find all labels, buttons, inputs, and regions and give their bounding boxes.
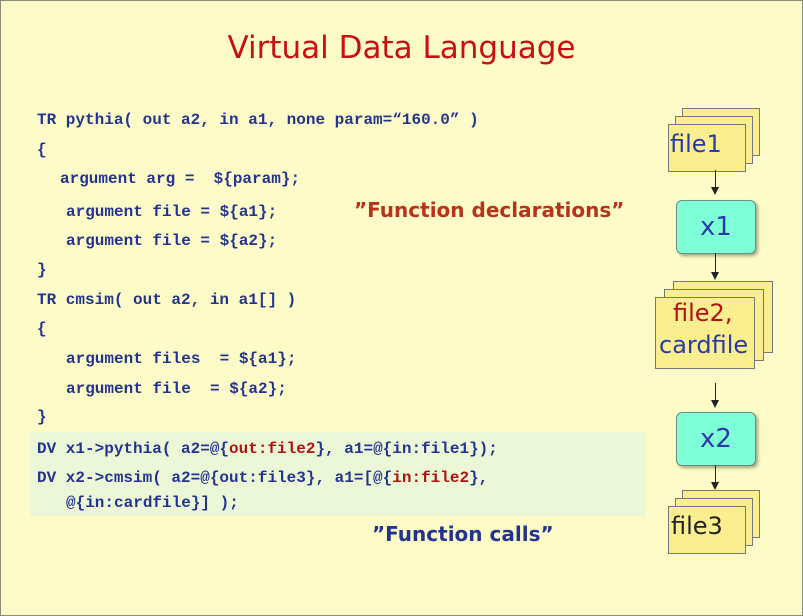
dv-x2-in-file2: in:file2 bbox=[392, 469, 470, 487]
cardfile-label: cardfile bbox=[659, 331, 749, 359]
tr-pythia-argument-arg: argument arg = ${param}; bbox=[60, 170, 301, 188]
file1-document: file1 bbox=[668, 108, 768, 178]
function-calls-panel bbox=[30, 432, 646, 516]
tr-cmsim-close-brace: } bbox=[37, 408, 47, 426]
tr-cmsim-open-brace: { bbox=[37, 320, 47, 338]
tr-pythia-open-brace: { bbox=[37, 141, 47, 159]
function-declarations-note: ”Function declarations” bbox=[354, 198, 625, 222]
file2-cardfile-document: file2, cardfile bbox=[655, 281, 777, 381]
tr-cmsim-argument-file: argument file = ${a2}; bbox=[66, 380, 287, 398]
arrow-file2-to-x2 bbox=[711, 400, 719, 408]
dv-x2-call: DV x2->cmsim( a2=@{out:file3}, a1=[@{in:… bbox=[37, 469, 489, 487]
file1-label: file1 bbox=[670, 130, 722, 158]
dv-x2-call-continuation: @{in:cardfile}] ); bbox=[66, 494, 239, 512]
tr-pythia-argument-file-a1: argument file = ${a1}; bbox=[66, 203, 278, 221]
dv-x1-out-file2: out:file2 bbox=[229, 440, 316, 458]
file3-document: file3 bbox=[668, 490, 768, 560]
slide-title: Virtual Data Language bbox=[227, 30, 576, 66]
x1-node: x1 bbox=[676, 200, 756, 254]
file2-label: file2, bbox=[673, 299, 733, 327]
tr-cmsim-argument-files: argument files = ${a1}; bbox=[66, 350, 297, 368]
function-calls-note: ”Function calls” bbox=[372, 522, 554, 546]
file3-label: file3 bbox=[671, 512, 723, 540]
arrow-x2-to-file3 bbox=[711, 482, 719, 490]
tr-pythia-close-brace: } bbox=[37, 261, 47, 279]
tr-pythia-argument-file-a2: argument file = ${a2}; bbox=[66, 232, 278, 250]
arrow-x1-to-file2 bbox=[711, 272, 719, 280]
x2-node: x2 bbox=[676, 412, 756, 466]
tr-pythia-header: TR pythia( out a2, in a1, none param=“16… bbox=[37, 111, 479, 129]
arrow-file1-to-x1 bbox=[711, 187, 719, 195]
tr-cmsim-header: TR cmsim( out a2, in a1[] ) bbox=[37, 291, 297, 309]
dv-x1-call: DV x1->pythia( a2=@{out:file2}, a1=@{in:… bbox=[37, 440, 498, 458]
